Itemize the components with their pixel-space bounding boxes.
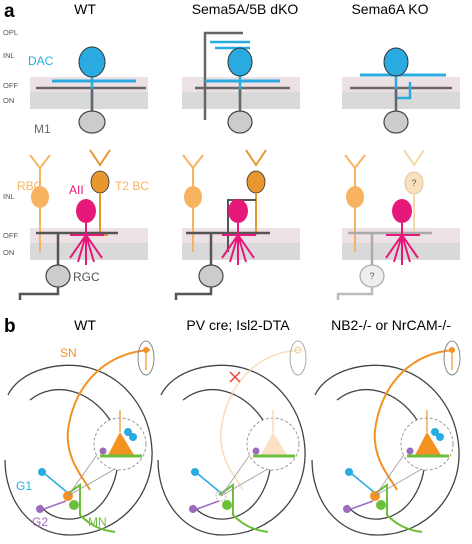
label-rgc: RGC bbox=[73, 270, 100, 284]
panel-b-title-wt: WT bbox=[74, 317, 96, 333]
wt-m1-soma bbox=[78, 110, 106, 134]
panel-a-letter: a bbox=[4, 1, 15, 22]
label-g2: G2 bbox=[32, 515, 48, 529]
label-rbc: RBC bbox=[17, 179, 43, 193]
panel-a-title-sema6: Sema6A KO bbox=[351, 1, 428, 17]
sema5-bipolar-circuit bbox=[174, 149, 270, 300]
layer-label-on-2: ON bbox=[3, 248, 14, 257]
panel-b-nb2-schematic bbox=[311, 340, 461, 536]
label-t2bc: T2 BC bbox=[115, 179, 149, 193]
label-g1: G1 bbox=[16, 479, 32, 493]
wt-rgc-soma bbox=[45, 264, 71, 288]
label-m1: M1 bbox=[34, 122, 51, 136]
layer-label-inl-2: INL bbox=[3, 192, 15, 201]
panel-b-pvcre-schematic bbox=[157, 340, 307, 536]
label-sn: SN bbox=[60, 346, 77, 360]
sema6-dac-m1 bbox=[350, 47, 452, 134]
panel-a-title-wt: WT bbox=[74, 1, 96, 17]
panel-b-title-pvcre: PV cre; Isl2-DTA bbox=[186, 317, 290, 333]
label-mn: MN bbox=[88, 515, 107, 529]
panel-b-letter: b bbox=[4, 316, 16, 337]
panel-a-title-sema5: Sema5A/5B dKO bbox=[192, 1, 299, 17]
label-aii: AII bbox=[69, 183, 84, 197]
layer-label-off: OFF bbox=[3, 81, 18, 90]
sema6-rgc-unknown-mark: ? bbox=[369, 271, 374, 281]
wt-dac-m1 bbox=[36, 46, 146, 134]
sema6-bipolar-circuit bbox=[336, 149, 432, 300]
wt-dac-soma bbox=[78, 46, 106, 78]
sema6-t2bc-unknown-mark: ? bbox=[411, 178, 416, 188]
wt-bipolar-circuit bbox=[18, 149, 118, 300]
label-dac: DAC bbox=[28, 54, 54, 68]
sema5-dac-m1 bbox=[195, 31, 290, 134]
panel-b-title-nb2: NB2-/- or NrCAM-/- bbox=[331, 317, 451, 333]
layer-label-on: ON bbox=[3, 96, 14, 105]
panel-b-wt-schematic bbox=[4, 340, 155, 536]
layer-label-inl: INL bbox=[3, 51, 15, 60]
layer-label-off-2: OFF bbox=[3, 231, 18, 240]
layer-label-opl: OPL bbox=[3, 28, 18, 37]
